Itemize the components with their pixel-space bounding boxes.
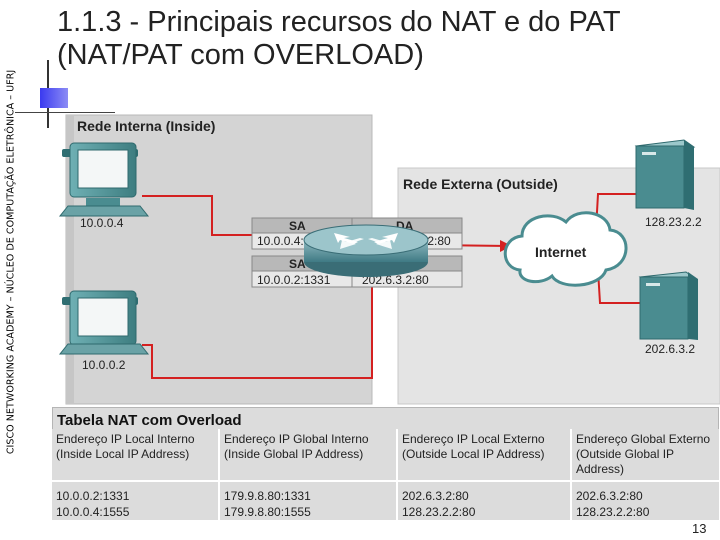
title-accent-block	[40, 88, 68, 108]
title-accent-line-horizontal	[15, 112, 115, 113]
server-202-6-3-2-icon[interactable]	[638, 271, 698, 340]
packet-1-sa-value: 10.0.0.4:1	[257, 234, 311, 248]
router-icon[interactable]	[303, 224, 429, 277]
table-cell: 179.9.8.80:1331	[219, 481, 398, 504]
inside-network-label: Rede Interna (Inside)	[77, 118, 215, 134]
page-number: 13	[692, 521, 707, 536]
nat-header-outside-global: Endereço Global Externo(Outside Global I…	[571, 429, 719, 482]
server-1-ip-label: 128.23.2.2	[645, 215, 702, 229]
host-10-0-0-4-icon[interactable]	[58, 142, 150, 217]
table-cell: 179.9.8.80:1555	[219, 504, 398, 520]
title-line-2: (NAT/PAT com OVERLOAD)	[57, 39, 424, 71]
packet-2-sa-header: SA	[289, 257, 306, 271]
nat-header-inside-global: Endereço IP Global Interno(Inside Global…	[219, 429, 398, 482]
host-2-ip-label: 10.0.0.2	[82, 358, 126, 372]
title-line-1: 1.1.3 - Principais recursos do NAT e do …	[57, 6, 621, 38]
page-title: 1.1.3 - Principais recursos do NAT e do …	[57, 6, 717, 72]
server-2-ip-label: 202.6.3.2	[645, 342, 695, 356]
table-cell: 202.6.3.2:80	[571, 481, 719, 504]
host-1-ip-label: 10.0.0.4	[80, 216, 124, 230]
table-cell: 202.6.3.2:80	[397, 481, 572, 504]
internet-cloud-icon	[503, 211, 628, 287]
table-row: 10.0.0.2:1331 179.9.8.80:1331 202.6.3.2:…	[52, 481, 719, 504]
inside-network-panel-edge	[66, 115, 74, 404]
table-cell: 10.0.0.2:1331	[52, 481, 220, 504]
nat-table-title: Tabela NAT com Overload	[57, 412, 242, 429]
link-host1-router	[142, 195, 300, 236]
table-row: 10.0.0.4:1555 179.9.8.80:1555 128.23.2.2…	[52, 504, 719, 520]
table-cell: 10.0.0.4:1555	[52, 504, 220, 520]
link-internet-server2	[597, 269, 640, 304]
table-cell: 128.23.2.2:80	[397, 504, 572, 520]
nat-table: Endereço IP Local Interno(Inside Local I…	[52, 429, 719, 520]
server-128-23-2-2-icon[interactable]	[634, 139, 696, 210]
nat-header-outside-local: Endereço IP Local Externo(Outside Local …	[397, 429, 572, 482]
host-10-0-0-2-icon[interactable]	[58, 290, 150, 355]
packet-1-da-value: :2:80	[424, 234, 451, 248]
packet-1-sa-header: SA	[289, 219, 306, 233]
outside-network-label: Rede Externa (Outside)	[403, 176, 558, 192]
internet-label: Internet	[535, 244, 587, 260]
nat-table-header-row: Endereço IP Local Interno(Inside Local I…	[52, 429, 719, 482]
packet-2-sa-value: 10.0.0.2:1331	[257, 273, 331, 287]
nat-header-inside-local: Endereço IP Local Interno(Inside Local I…	[52, 429, 220, 482]
table-cell: 128.23.2.2:80	[571, 504, 719, 520]
